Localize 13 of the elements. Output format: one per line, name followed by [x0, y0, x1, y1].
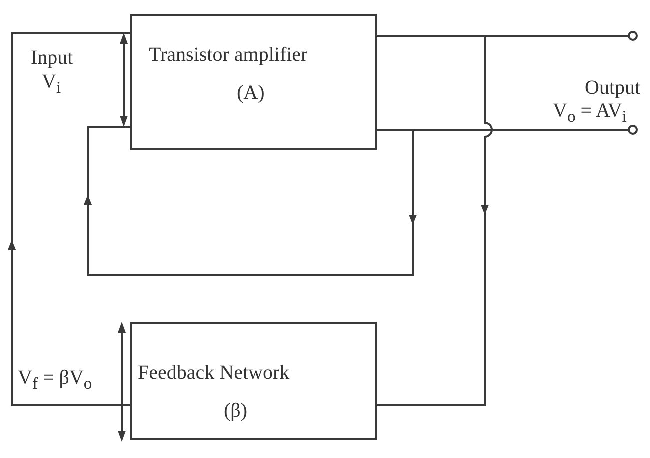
signal-label: Input: [31, 46, 74, 70]
block-title: Feedback Network: [138, 362, 290, 384]
signal-label: V$_{f}$ = βV$_{o}$: [18, 366, 92, 394]
feedback-block: [130, 322, 377, 440]
block-title: Transistor amplifier: [149, 44, 308, 66]
amplifier-block: [130, 14, 377, 150]
signal-label: V$_{i}$: [42, 70, 62, 98]
output-terminal: [628, 125, 638, 135]
block-symbol: (A): [237, 82, 265, 104]
output-terminal: [628, 31, 638, 41]
signal-label: Output: [585, 76, 641, 100]
signal-label: V$_{o}$ = AV$_{i}$: [553, 99, 627, 127]
block-symbol: (β): [224, 400, 248, 422]
